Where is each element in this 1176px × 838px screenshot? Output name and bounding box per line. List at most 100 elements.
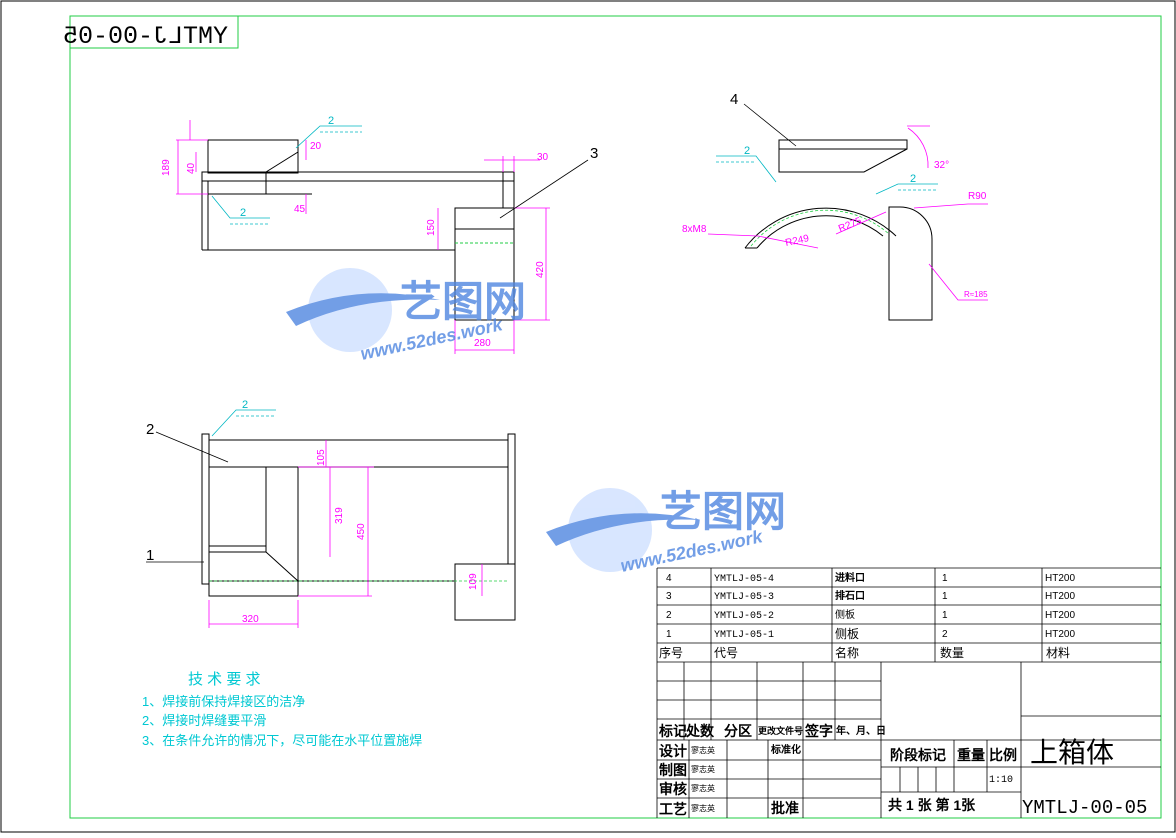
- side-view-welds: [716, 155, 938, 195]
- svg-text:YMTLJ-05-1: YMTLJ-05-1: [714, 630, 774, 641]
- dim-r90: R90: [968, 191, 987, 202]
- discharge-chute: [888, 206, 933, 321]
- balloon-3-leader: [499, 159, 589, 219]
- rev-header-count: 处数: [685, 723, 715, 739]
- dim-8xm8: 8xM8: [682, 224, 707, 235]
- bom-header-seq: 序号: [659, 645, 683, 660]
- arch-outer: [744, 207, 897, 249]
- balloon-1: 1: [146, 547, 154, 564]
- tech-req-item-2: 2、焊接时焊缝要平滑: [142, 713, 266, 728]
- balloon-2-leader: [155, 431, 229, 463]
- sheet-info: 共 1 张 第 1张: [888, 797, 976, 813]
- watermark-globe-icon: [308, 268, 392, 352]
- dim-109: 109: [468, 573, 479, 590]
- dim-r249: R249: [784, 233, 810, 249]
- side-view-dimensions: [707, 125, 988, 301]
- svg-text:YMTLJ-05-4: YMTLJ-05-4: [714, 574, 774, 585]
- balloon-2: 2: [146, 421, 154, 438]
- discharge-box: [454, 207, 515, 321]
- arch-inner: [756, 215, 884, 249]
- svg-text:1: 1: [942, 610, 948, 621]
- rev-header-date: 年、月、日: [836, 724, 886, 737]
- role-drafting: 制图: [659, 762, 687, 778]
- discharge-flange: [454, 563, 516, 621]
- svg-text:HT200: HT200: [1045, 573, 1075, 584]
- svg-text:2: 2: [942, 629, 948, 640]
- balloon-4-leader: [743, 103, 797, 147]
- bom-row-1: 1 YMTLJ-05-1 侧板 2 HT200: [666, 627, 1075, 641]
- role-process: 工艺: [659, 801, 687, 817]
- role-review: 审核: [659, 781, 687, 797]
- rev-header-zone: 分区: [724, 723, 752, 739]
- feed-box: [208, 466, 299, 597]
- watermark-globe-icon-2: [568, 488, 652, 572]
- inlet-hopper: [778, 148, 908, 173]
- inlet-flange: [778, 139, 908, 150]
- bom-header-code: 代号: [714, 646, 738, 660]
- svg-text:3: 3: [666, 591, 672, 602]
- mirrored-drawing-number: YMTLJ-00-05: [63, 22, 228, 51]
- rev-header-mark: 标记: [658, 723, 687, 739]
- svg-text:侧板: 侧板: [835, 627, 859, 641]
- svg-text:HT200: HT200: [1045, 591, 1075, 602]
- front-view-welds: [211, 125, 362, 225]
- mirrored-number-box: [69, 15, 239, 49]
- dim-20: 20: [310, 141, 322, 152]
- hopper-plate: [207, 139, 299, 174]
- svg-text:HT200: HT200: [1045, 629, 1075, 640]
- bom-header-name: 名称: [835, 645, 859, 660]
- tech-req-item-3: 3、在条件允许的情况下，尽可能在水平位置施焊: [142, 733, 422, 748]
- weld-size-side-1: 2: [744, 145, 750, 157]
- bom-table: [656, 567, 1161, 818]
- svg-text:侧板: 侧板: [835, 608, 855, 621]
- front-view-dimensions: [176, 120, 550, 354]
- dim-angle: 32°: [934, 160, 949, 171]
- svg-text:1: 1: [942, 573, 948, 584]
- dim-319: 319: [334, 507, 345, 524]
- dim-r185: R≈185: [964, 290, 988, 299]
- weld-size-side-2: 2: [910, 173, 916, 185]
- tech-req-title: 技 术 要 求: [188, 671, 261, 688]
- reviewer-name: 寥志英: [691, 783, 715, 793]
- dim-150: 150: [426, 219, 437, 236]
- process-name: 寥志英: [691, 803, 715, 813]
- svg-text:4: 4: [666, 573, 672, 584]
- side-view-centerline: [750, 209, 890, 247]
- dim-420: 420: [535, 261, 546, 278]
- title-block-text: 标记 处数 分区 更改文件号 签字 年、月、日 设计 制图 审核 工艺 寥志英 …: [658, 723, 1147, 819]
- svg-text:进料口: 进料口: [835, 571, 865, 584]
- role-design: 设计: [659, 743, 687, 759]
- drafter-name: 寥志英: [691, 764, 715, 774]
- bom-header-qty: 数量: [940, 645, 964, 660]
- approval-label: 批准: [771, 800, 799, 816]
- standardization-label: 标准化: [770, 743, 801, 756]
- svg-text:YMTLJ-05-3: YMTLJ-05-3: [714, 592, 774, 603]
- top-view-dimensions: [208, 440, 483, 628]
- dim-30: 30: [537, 152, 549, 163]
- weld-size-top-1: 2: [242, 399, 248, 411]
- tech-req-item-1: 1、焊接前保持焊接区的洁净: [142, 694, 305, 709]
- dim-280: 280: [474, 338, 491, 349]
- front-view-dim-text: 189 40 20 45 30 150 420 280: [161, 141, 549, 349]
- weld-size-front-1: 2: [328, 115, 334, 127]
- side-view: [744, 139, 933, 321]
- hopper-slope: [265, 140, 299, 173]
- part-name: 上箱体: [1030, 737, 1114, 768]
- svg-text:2: 2: [666, 610, 672, 621]
- svg-text:排石口: 排石口: [835, 589, 865, 602]
- bom-row-2: 2 YMTLJ-05-2 侧板 1 HT200: [666, 608, 1075, 622]
- dim-450: 450: [356, 523, 367, 540]
- dim-189: 189: [161, 159, 172, 176]
- scale-label: 比例: [989, 747, 1017, 763]
- bom-row-4: 4 YMTLJ-05-4 进料口 1 HT200: [666, 571, 1075, 585]
- watermark-brand-2: 艺图网: [660, 487, 786, 536]
- designer-name: 寥志英: [691, 745, 715, 755]
- dim-320: 320: [242, 614, 259, 625]
- balloon-3: 3: [590, 145, 598, 162]
- drawing-number: YMTLJ-00-05: [1022, 797, 1147, 819]
- title-block-grid: [657, 662, 1161, 818]
- top-view-dim-text: 105 319 450 320 109: [242, 449, 479, 625]
